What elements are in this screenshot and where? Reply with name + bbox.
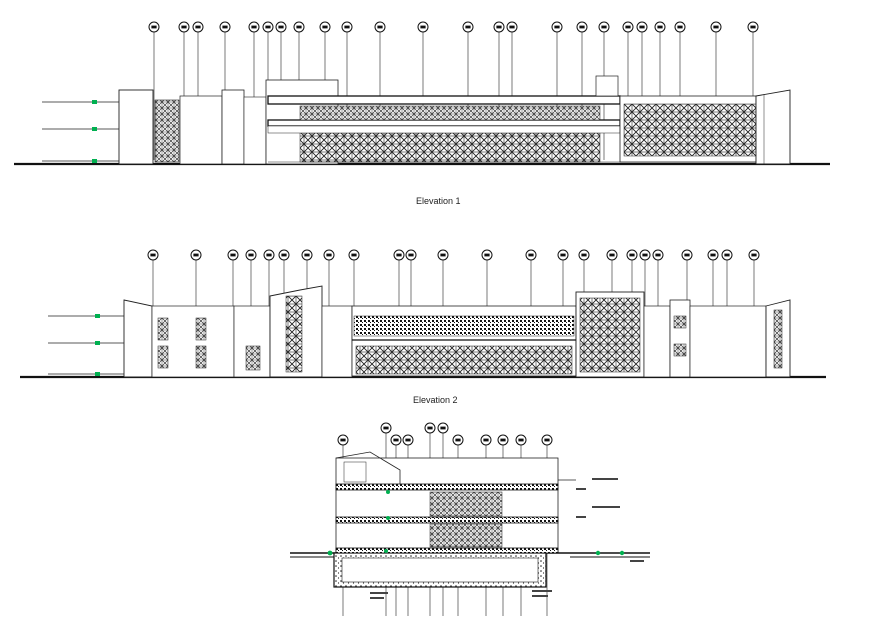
elevation-2-caption: Elevation 2	[413, 395, 458, 405]
elevation-2-drawing	[20, 249, 826, 379]
section-marker-e1-5	[262, 21, 274, 160]
elevation-1-drawing	[14, 21, 830, 166]
section-marker-e1-17	[598, 21, 610, 160]
section-drawing	[290, 422, 650, 616]
elevation-1-caption: Elevation 1	[416, 196, 461, 206]
section-marker-e1-0	[148, 21, 160, 160]
